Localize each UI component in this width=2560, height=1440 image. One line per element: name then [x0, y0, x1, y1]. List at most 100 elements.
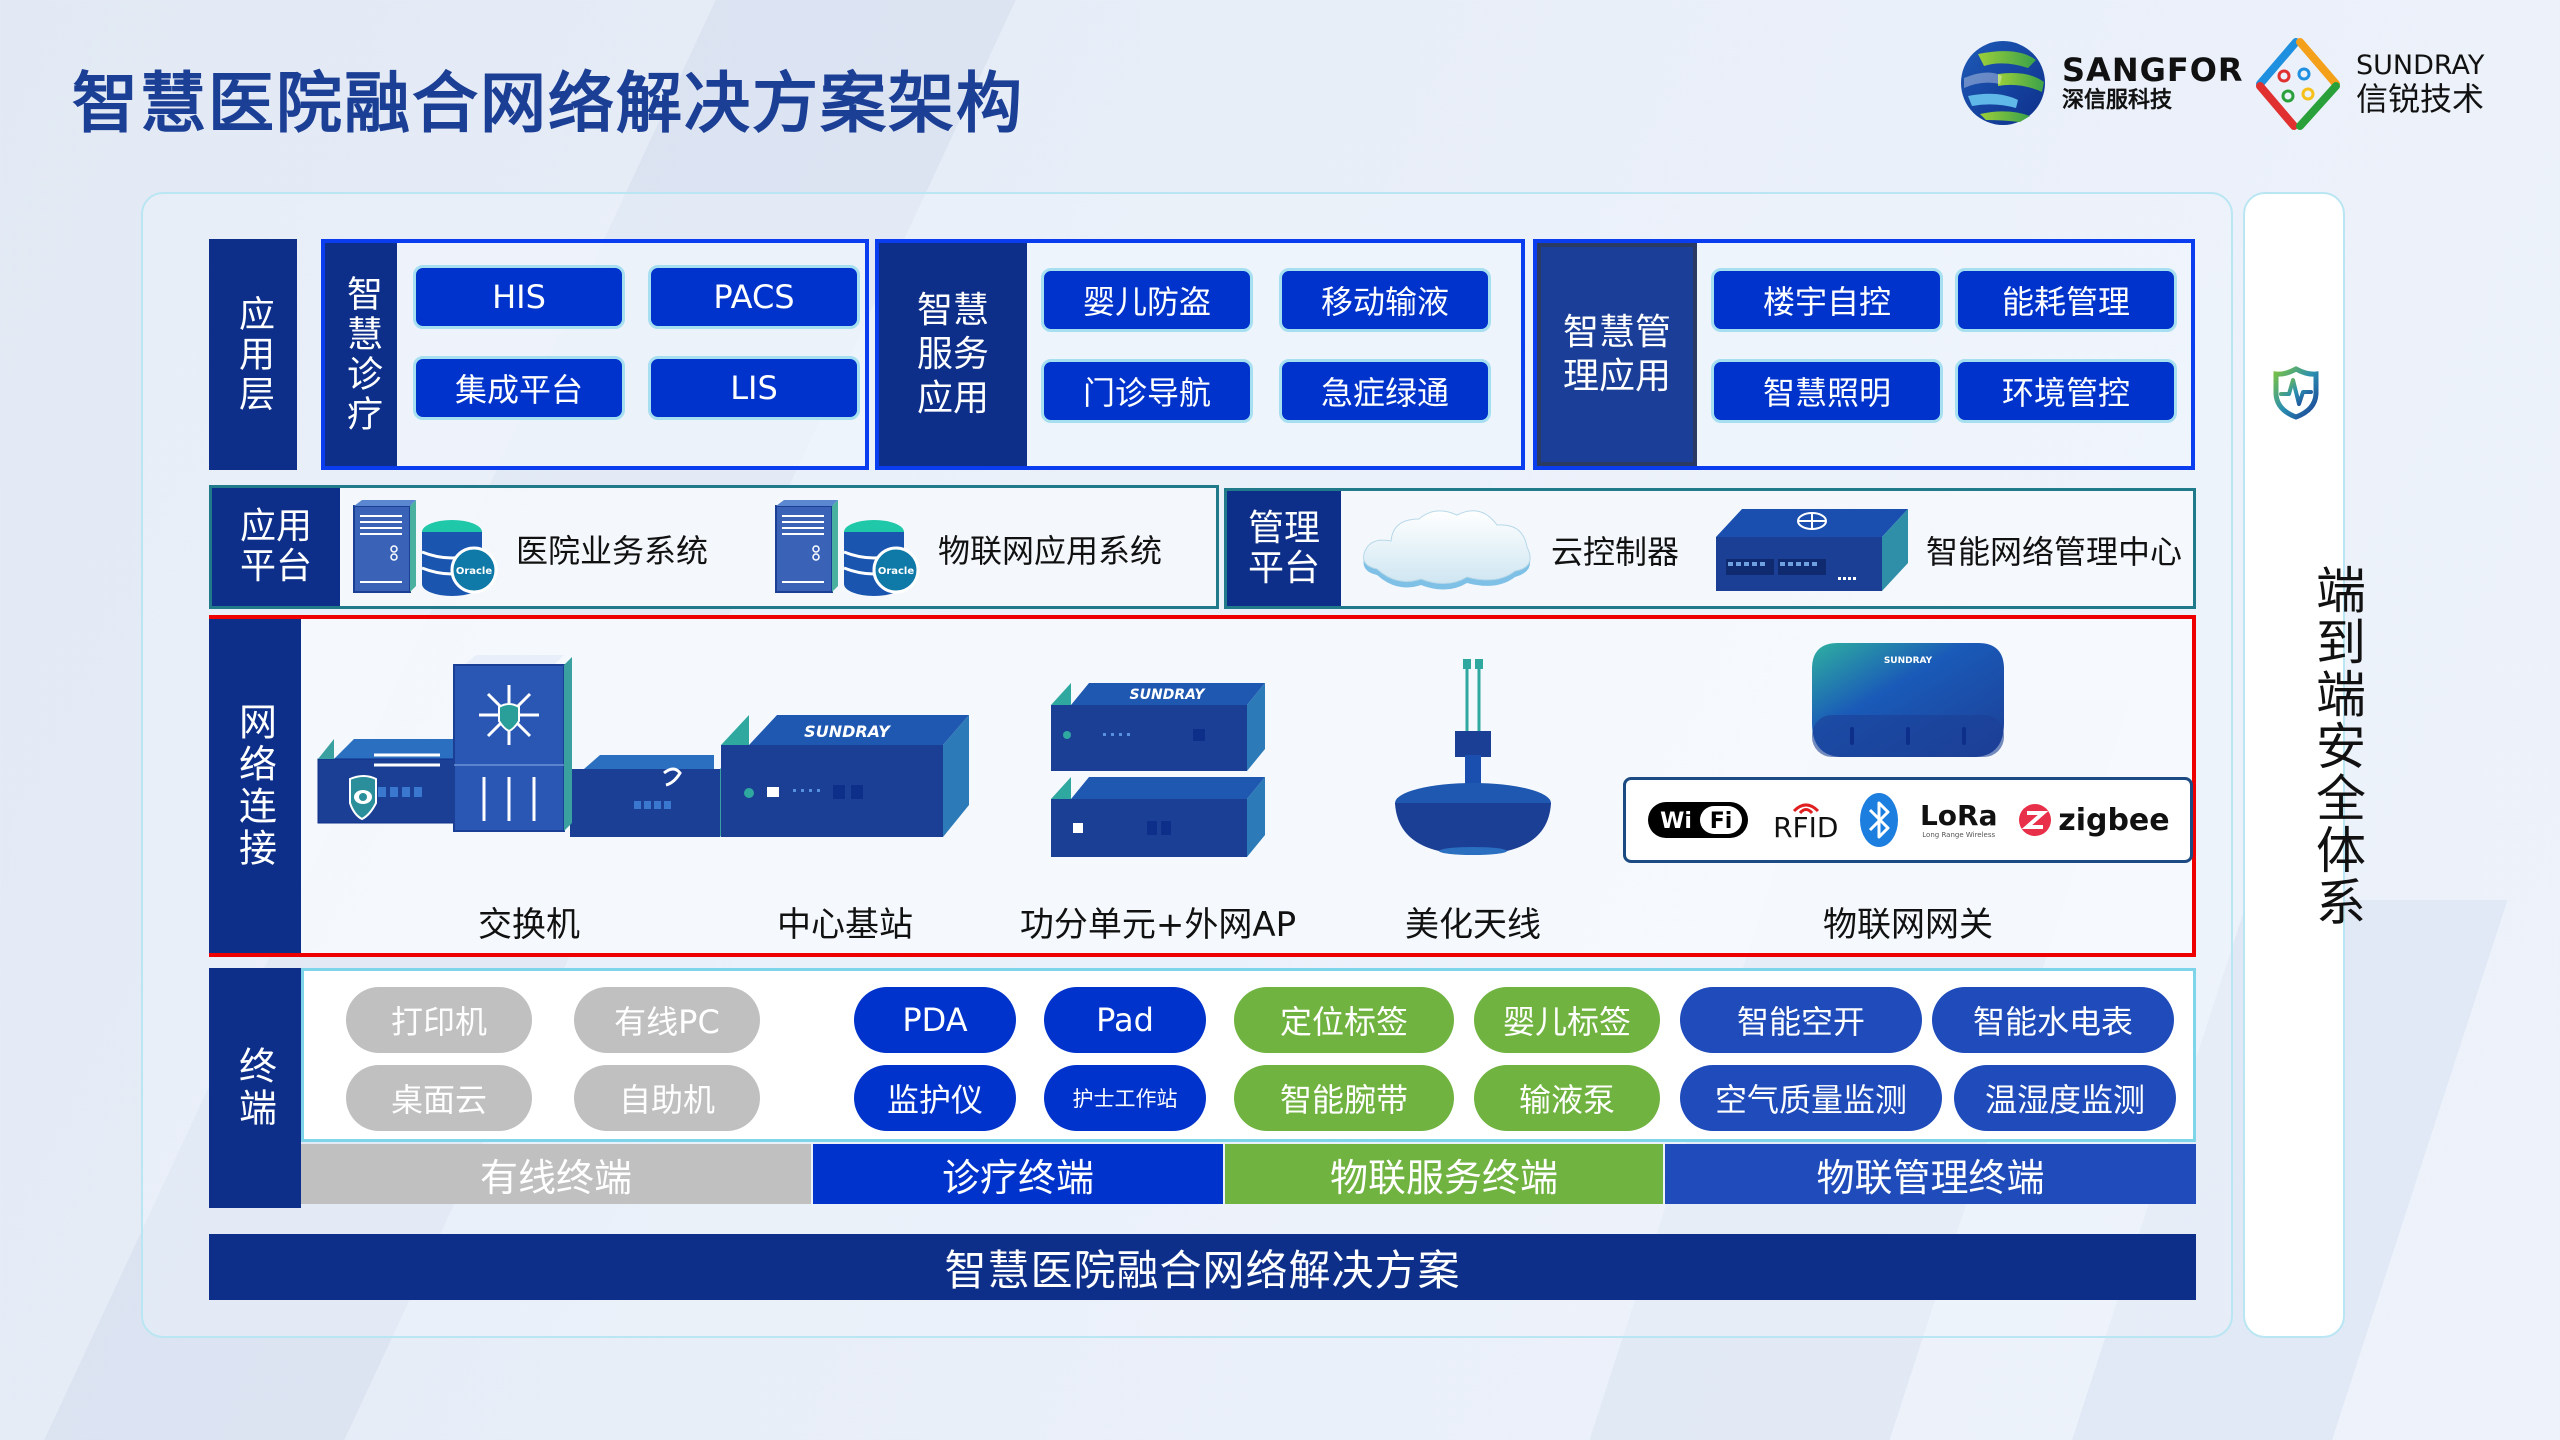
management-platform: 管理 平台 云控制器 智能网络管理中心: [1224, 488, 2196, 609]
terminal-smart-breaker[interactable]: 智能空开: [1680, 987, 1922, 1053]
svg-text:Fi: Fi: [1710, 809, 1733, 834]
device-central-base-station[interactable]: SUNDRAY 中心基站: [715, 655, 975, 945]
terminal-pad[interactable]: Pad: [1044, 987, 1206, 1053]
management-item-label: 云控制器: [1551, 533, 1680, 571]
terminal-wired-pc[interactable]: 有线PC: [574, 987, 760, 1053]
sangfor-globe-icon: [1961, 41, 2045, 125]
platform-hospital-business-system[interactable]: Oracle 医院业务系统: [352, 500, 708, 598]
sundray-name: SUNDRAY: [2356, 50, 2485, 81]
network-layer-label: 网络连接: [209, 619, 301, 953]
terminal-nurse-station[interactable]: 护士工作站: [1044, 1065, 1206, 1131]
group-label-line: 理应用: [1562, 355, 1671, 397]
management-item-label: 智能网络管理中心: [1926, 533, 2183, 571]
sundray-diamond-icon: [2256, 38, 2340, 130]
device-beautified-antenna[interactable]: 美化天线: [1373, 655, 1573, 945]
device-power-splitter-ap[interactable]: SUNDRAY 功分单元+外网AP: [1020, 655, 1296, 945]
base-station-icon: SUNDRAY: [721, 715, 969, 837]
management-network-center[interactable]: 智能网络管理中心: [1712, 505, 2182, 595]
label-line: 平台: [1247, 547, 1320, 589]
application-layer-text: 应用层: [233, 294, 274, 415]
svg-text:Oracle: Oracle: [456, 566, 493, 577]
platform-iot-application-system[interactable]: Oracle 物联网应用系统: [774, 500, 1162, 598]
terminal-smart-meter[interactable]: 智能水电表: [1932, 987, 2174, 1053]
bluetooth-icon: [1860, 793, 1899, 847]
app-smart-lighting[interactable]: 智慧照明: [1711, 359, 1943, 423]
label-line: 管理: [1247, 507, 1320, 549]
app-integration-platform[interactable]: 集成平台: [413, 356, 625, 420]
zigbee-icon: [2019, 804, 2052, 836]
svg-text:SUNDRAY: SUNDRAY: [1884, 656, 1933, 666]
zigbee-label: zigbee: [2058, 802, 2170, 838]
shield-heartbeat-icon: [2273, 366, 2319, 420]
group-label-line: 智慧: [916, 289, 989, 331]
app-his[interactable]: HIS: [413, 265, 625, 329]
security-label: 端到端安全体系: [2308, 564, 2366, 928]
iot-gateway-icon: SUNDRAY: [1812, 643, 2004, 757]
terminal-air-quality[interactable]: 空气质量监测: [1680, 1065, 1942, 1131]
app-energy-management[interactable]: 能耗管理: [1955, 268, 2177, 332]
terminal-infant-tag[interactable]: 婴儿标签: [1474, 987, 1660, 1053]
app-mobile-infusion[interactable]: 移动输液: [1279, 268, 1491, 332]
antenna-icon: [1395, 659, 1551, 855]
wifi-logo-icon: Wi Fi: [1648, 802, 1749, 838]
app-outpatient-navigation[interactable]: 门诊导航: [1041, 359, 1253, 423]
svg-text:SUNDRAY: SUNDRAY: [804, 722, 891, 741]
management-cloud-controller[interactable]: 云控制器: [1357, 505, 1679, 595]
device-label: 交换机: [478, 905, 580, 945]
group-label-text: 智慧诊疗: [341, 274, 382, 435]
server-oracle-db-icon: Oracle: [353, 500, 498, 596]
terminal-self-service[interactable]: 自助机: [574, 1065, 760, 1131]
cloud-icon: [1363, 510, 1531, 590]
app-lis[interactable]: LIS: [648, 356, 860, 420]
label-line: 平台: [239, 546, 312, 587]
sangfor-logo: SANGFOR 深信服科技: [1958, 38, 2244, 128]
sundray-logo: SUNDRAY 信锐技术: [2252, 38, 2484, 130]
server-oracle-db-icon: Oracle: [775, 500, 920, 596]
svg-text:Wi: Wi: [1660, 809, 1692, 834]
device-switch[interactable]: 交换机: [309, 655, 749, 945]
category-clinical-terminal: 诊疗终端: [813, 1144, 1223, 1204]
terminal-monitor[interactable]: 监护仪: [854, 1065, 1016, 1131]
application-layer-label: 应用层: [209, 239, 297, 470]
platform-item-label: 医院业务系统: [516, 532, 709, 570]
group-label: 智慧管 理应用: [1537, 243, 1697, 466]
application-platform-label: 应用 平台: [212, 488, 340, 606]
terminal-pda[interactable]: PDA: [854, 987, 1016, 1053]
platform-item-label: 物联网应用系统: [938, 532, 1163, 570]
device-iot-gateway[interactable]: SUNDRAY 物联网网关: [1623, 639, 2193, 945]
sangfor-name: SANGFOR: [2062, 51, 2244, 89]
terminal-layer-text: 终端: [232, 1046, 277, 1130]
app-environment-control[interactable]: 环境管控: [1955, 359, 2177, 423]
app-emergency-green-channel[interactable]: 急症绿通: [1279, 359, 1491, 423]
terminal-smart-wristband[interactable]: 智能腕带: [1234, 1065, 1454, 1131]
solution-footer-bar: 智慧医院融合网络解决方案: [209, 1234, 2196, 1300]
svg-text:SUNDRAY: SUNDRAY: [1130, 687, 1207, 703]
switch-cluster-icon: [317, 655, 732, 837]
network-layer-text: 网络连接: [232, 702, 277, 870]
security-panel: 端到端安全体系: [2243, 192, 2366, 1338]
category-iot-service-terminal: 物联服务终端: [1225, 1144, 1663, 1204]
lora-logo: LoRa Long Range Wireless: [1919, 799, 1998, 840]
stacked-ap-icon: SUNDRAY: [1051, 683, 1265, 857]
sangfor-subtitle: 深信服科技: [2062, 88, 2173, 113]
device-label: 物联网网关: [1823, 905, 1993, 945]
terminal-infusion-pump[interactable]: 输液泵: [1474, 1065, 1660, 1131]
lora-label: LoRa: [1919, 799, 1998, 832]
category-iot-management-terminal: 物联管理终端: [1665, 1144, 2196, 1204]
rfid-label: RFID: [1773, 811, 1839, 844]
terminal-layer-label: 终端: [209, 968, 301, 1208]
group-label: 智慧 服务 应用: [879, 243, 1027, 466]
group-smart-diagnosis: 智慧诊疗 HIS PACS 集成平台 LIS: [321, 239, 869, 470]
terminal-desktop-cloud[interactable]: 桌面云: [346, 1065, 532, 1131]
svg-text:Oracle: Oracle: [878, 566, 915, 577]
iot-protocols: Wi Fi RFID LoRa Long Range Wireless zigb…: [1623, 777, 2193, 863]
app-pacs[interactable]: PACS: [648, 265, 860, 329]
app-building-automation[interactable]: 楼宇自控: [1711, 268, 1943, 332]
terminal-location-tag[interactable]: 定位标签: [1234, 987, 1454, 1053]
page-title: 智慧医院融合网络解决方案架构: [72, 65, 1024, 142]
terminal-printer[interactable]: 打印机: [346, 987, 532, 1053]
app-infant-anti-theft[interactable]: 婴儿防盗: [1041, 268, 1253, 332]
network-layer: 网络连接 交换机: [209, 615, 2196, 957]
terminal-temp-humidity[interactable]: 温湿度监测: [1954, 1065, 2176, 1131]
group-label: 智慧诊疗: [325, 243, 397, 466]
